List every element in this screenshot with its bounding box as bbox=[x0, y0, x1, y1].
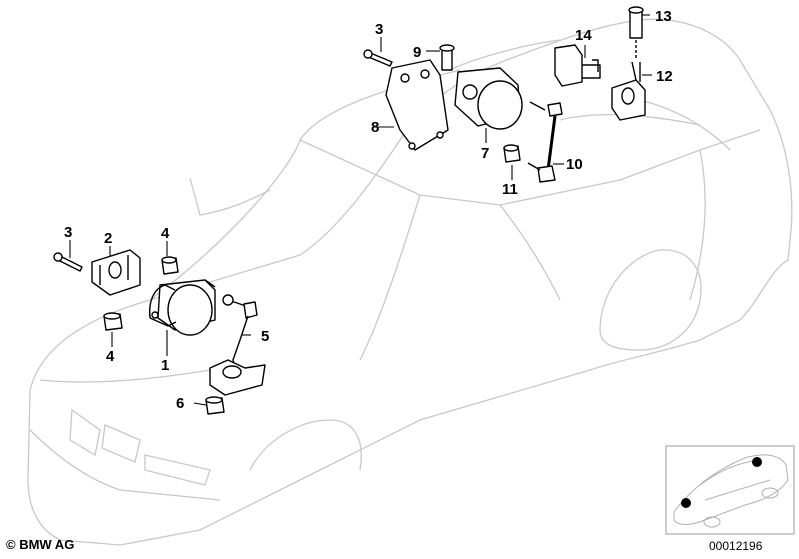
callout-5: 5 bbox=[261, 328, 269, 345]
locator-marker-rear bbox=[752, 457, 762, 467]
callout-8: 8 bbox=[371, 119, 379, 136]
part-4a-grommet bbox=[161, 256, 179, 275]
part-2-bracket bbox=[91, 249, 141, 296]
drawing-number: 00012196 bbox=[709, 539, 763, 553]
part-10-link bbox=[527, 101, 563, 183]
callout-2: 2 bbox=[104, 230, 112, 247]
part-5-link bbox=[209, 294, 266, 396]
callout-13: 13 bbox=[655, 8, 672, 25]
part-3a-screw bbox=[53, 252, 83, 272]
callout-3b: 3 bbox=[375, 21, 383, 38]
part-4b-grommet bbox=[103, 312, 123, 331]
callout-9: 9 bbox=[413, 44, 421, 61]
part-3b-screw bbox=[363, 49, 393, 67]
callout-6: 6 bbox=[176, 395, 184, 412]
part-9-screw bbox=[439, 44, 455, 71]
callout-11: 11 bbox=[502, 181, 518, 198]
callout-1: 1 bbox=[161, 357, 169, 374]
callout-4b: 4 bbox=[106, 348, 115, 365]
leader-lines bbox=[69, 14, 652, 406]
callout-4a: 4 bbox=[161, 225, 170, 242]
locator-marker-front bbox=[681, 498, 691, 508]
callout-14: 14 bbox=[575, 27, 592, 44]
part-14-bracket bbox=[554, 44, 601, 87]
parts bbox=[53, 6, 646, 415]
part-11-bush bbox=[503, 144, 521, 163]
part-8-bracket bbox=[385, 59, 449, 151]
callout-labels: 3 2 4 4 1 5 6 3 8 9 7 10 11 12 13 14 bbox=[64, 8, 673, 412]
part-1-sensor bbox=[148, 279, 216, 336]
callout-12: 12 bbox=[656, 68, 673, 85]
callout-7: 7 bbox=[481, 145, 489, 162]
copyright-label: © BMW AG bbox=[6, 537, 75, 552]
callout-3a: 3 bbox=[64, 224, 72, 241]
part-6-bush bbox=[205, 396, 225, 415]
callout-10: 10 bbox=[566, 156, 583, 173]
part-7-sensor bbox=[454, 67, 523, 130]
part-13-bolt bbox=[628, 6, 644, 60]
part-12-clip bbox=[611, 61, 646, 121]
locator-thumbnail bbox=[665, 445, 795, 535]
